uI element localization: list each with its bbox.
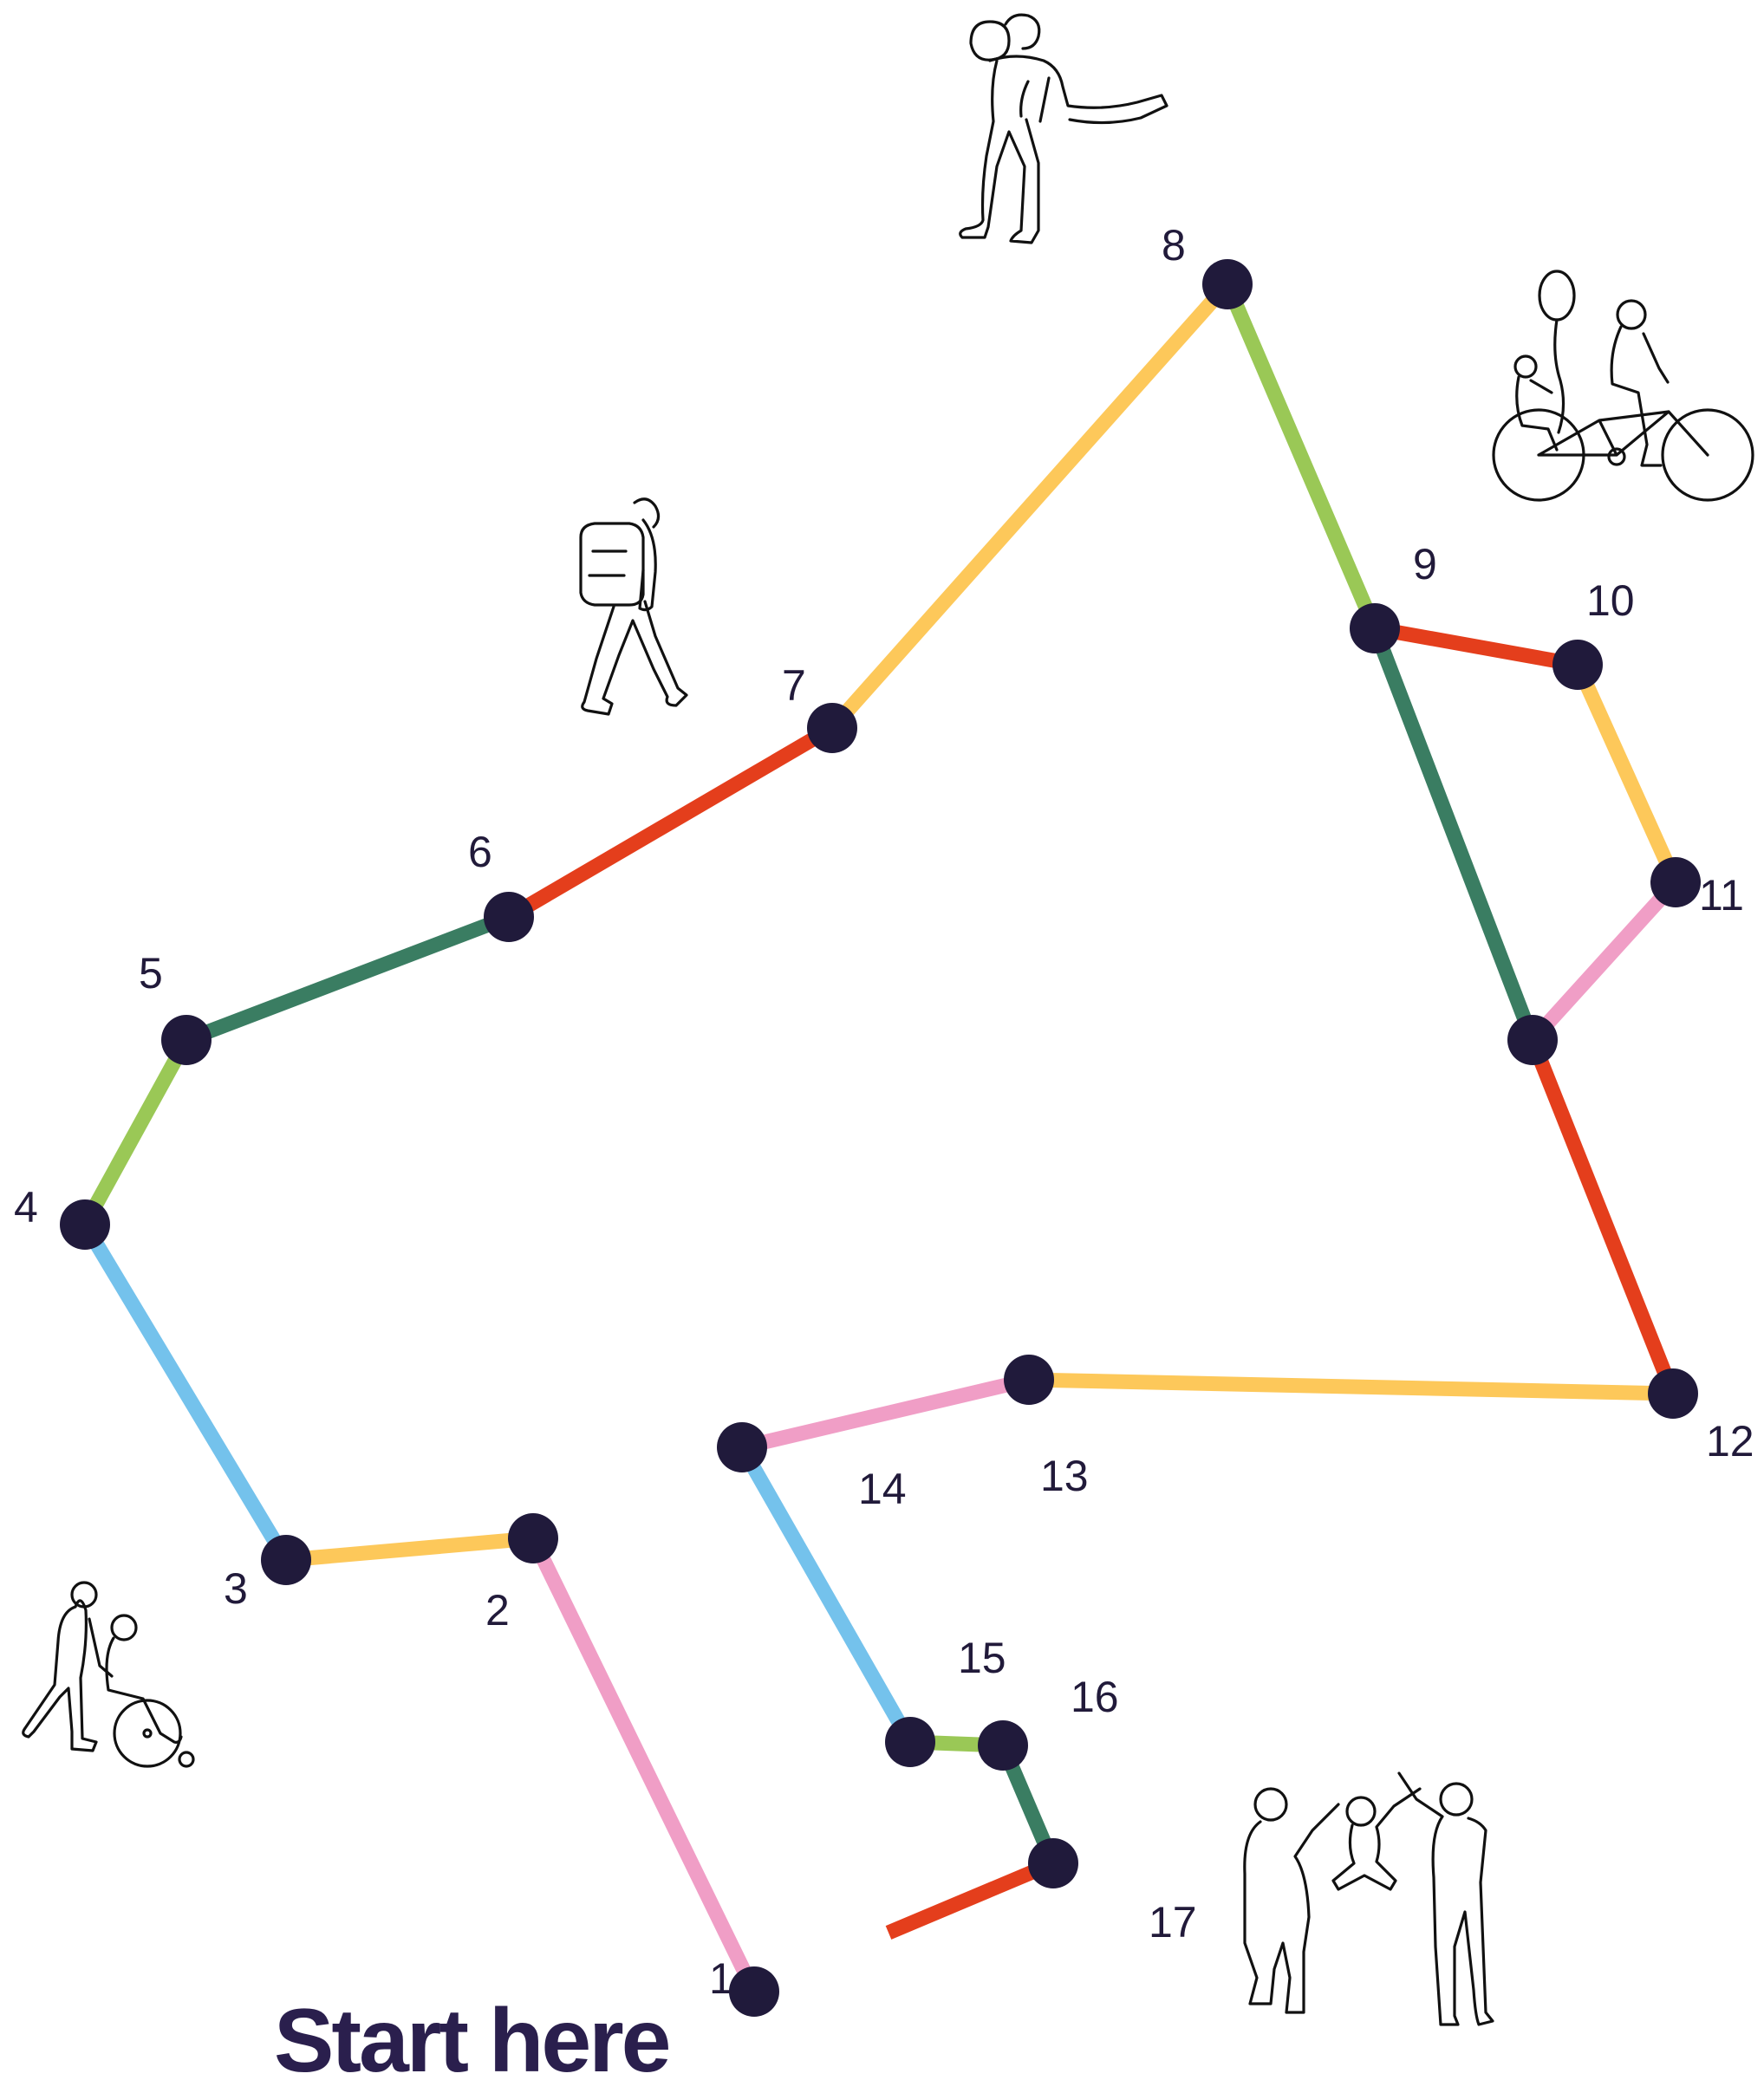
segment-line [1368, 625, 1539, 1043]
segment-line [526, 1535, 761, 1995]
segment-line [1526, 877, 1682, 1045]
segment-line [78, 1036, 193, 1229]
dot-label-11: 11 [1699, 871, 1744, 920]
dot[interactable] [978, 1720, 1028, 1771]
dot[interactable] [1028, 1838, 1078, 1888]
dot[interactable] [1350, 603, 1400, 653]
segment-line [826, 279, 1233, 733]
segment-line [1028, 1372, 1674, 1401]
wheelchair-pusher-icon [22, 1581, 195, 1768]
dot-label-4: 4 [14, 1183, 38, 1232]
dot[interactable] [1650, 857, 1701, 907]
dots-layer [60, 259, 1701, 2017]
segment-line [78, 1220, 293, 1564]
start-here-title: Start here [274, 1991, 669, 2080]
dot-label-1: 1 [709, 1954, 733, 2003]
tandem-bike-with-balloon-icon [1492, 270, 1754, 502]
dot-label-5: 5 [139, 949, 163, 998]
dot[interactable] [1202, 259, 1253, 309]
dot-label-8: 8 [1162, 221, 1186, 270]
dot-label-15: 15 [958, 1634, 1006, 1682]
dot-label-14: 14 [858, 1465, 907, 1513]
dot[interactable] [161, 1015, 212, 1065]
dot-label-2: 2 [485, 1586, 510, 1635]
dot[interactable] [60, 1199, 110, 1250]
family-swinging-child-icon [1243, 1771, 1494, 2026]
dot[interactable] [717, 1422, 767, 1472]
dot-label-16: 16 [1071, 1673, 1119, 1721]
dot[interactable] [508, 1513, 558, 1563]
dot[interactable] [1552, 640, 1603, 690]
piggyback-people-icon [959, 13, 1168, 244]
dot-label-9: 9 [1413, 540, 1437, 588]
dot-label-13: 13 [1040, 1452, 1089, 1500]
dot[interactable] [807, 703, 857, 753]
dot[interactable] [484, 892, 534, 942]
segment-line [504, 721, 836, 924]
segment-line [740, 1372, 1031, 1455]
segment-line [285, 1531, 534, 1568]
segment-line [1526, 1037, 1680, 1397]
segment-line [1571, 661, 1683, 886]
dot-label-10: 10 [1586, 576, 1635, 625]
dot[interactable] [1507, 1015, 1558, 1065]
segment-line [183, 910, 512, 1047]
dot-label-6: 6 [468, 828, 492, 876]
connecting-lines [78, 279, 1683, 1995]
segment-line [1220, 281, 1382, 632]
dot[interactable] [729, 1966, 779, 2017]
segment-line [885, 1856, 1057, 1940]
segment-line [1373, 621, 1579, 673]
dot-label-3: 3 [224, 1564, 248, 1613]
dot[interactable] [1648, 1368, 1698, 1419]
dot[interactable] [261, 1535, 311, 1585]
dot-label-12: 12 [1706, 1417, 1754, 1466]
dot-label-7: 7 [782, 661, 806, 710]
dot-label-17: 17 [1149, 1898, 1197, 1947]
dot[interactable] [1004, 1355, 1054, 1405]
segment-line [735, 1443, 917, 1746]
walking-with-backpack-icon [579, 497, 688, 716]
dot[interactable] [885, 1717, 935, 1767]
